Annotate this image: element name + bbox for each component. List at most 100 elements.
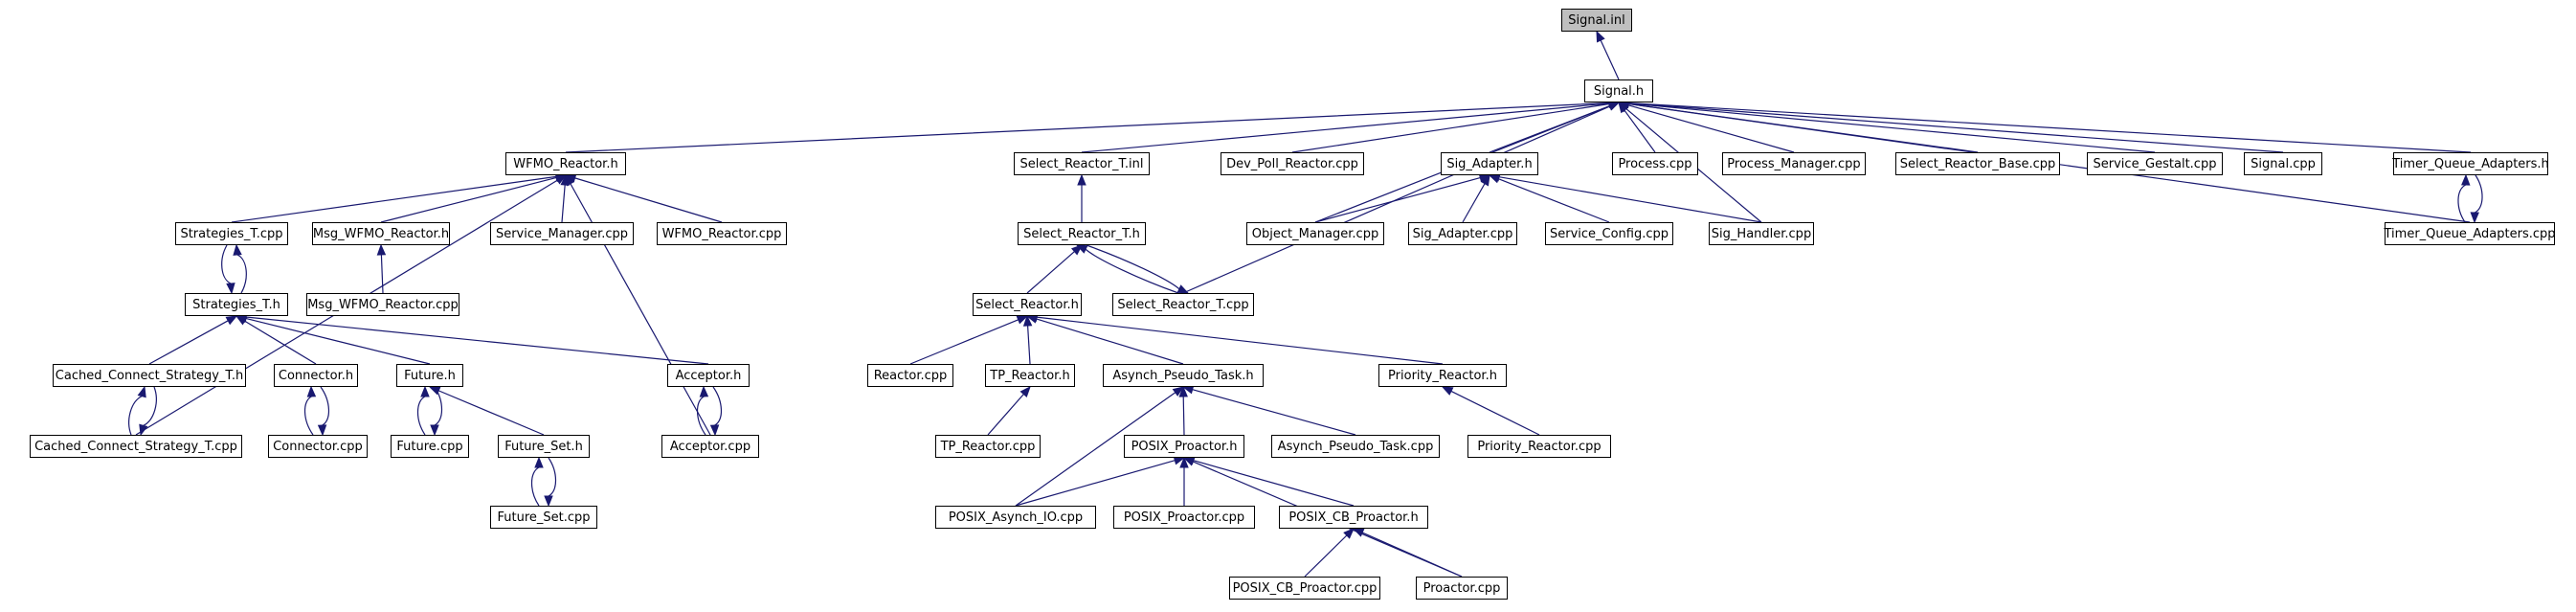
node-dev-poll-reactor-cpp[interactable]: Dev_Poll_Reactor.cpp: [1221, 152, 1364, 175]
node-wfmo-reactor-h[interactable]: WFMO_Reactor.h: [505, 152, 626, 175]
edge-posix-proactor-h-to-asynch-pseudo-task-h: [1182, 396, 1185, 436]
node-reactor-cpp[interactable]: Reactor.cpp: [867, 364, 953, 387]
node-timer-queue-adapters-h[interactable]: Timer_Queue_Adapters.h: [2392, 152, 2549, 175]
node-process-manager-cpp[interactable]: Process_Manager.cpp: [1722, 152, 1866, 175]
node-tp-reactor-cpp[interactable]: TP_Reactor.cpp: [935, 435, 1041, 458]
edge-signal-cpp-to-signal-h: [1627, 102, 2284, 153]
node-asynch-pseudo-task-h[interactable]: Asynch_Pseudo_Task.h: [1103, 364, 1264, 387]
edge-tp-reactor-h-to-select-reactor-h: [1027, 325, 1031, 365]
node-msg-wfmo-reactor-cpp[interactable]: Msg_WFMO_Reactor.cpp: [306, 293, 459, 316]
node-future-set-h[interactable]: Future_Set.h: [498, 435, 590, 458]
node-acceptor-cpp[interactable]: Acceptor.cpp: [661, 435, 759, 458]
edge-dev-poll-reactor-cpp-to-signal-h: [1291, 102, 1610, 153]
node-future-cpp[interactable]: Future.cpp: [391, 435, 469, 458]
node-sig-handler-cpp[interactable]: Sig_Handler.cpp: [1709, 222, 1814, 245]
node-strategies-t-h[interactable]: Strategies_T.h: [185, 293, 288, 316]
edge-proactor-cpp-to-posix-cb-proactor-h: [1361, 532, 1463, 578]
edge-sig-handler-cpp-to-sig-adapter-h: [1498, 176, 1762, 223]
edge-tp-reactor-cpp-to-tp-reactor-h: [987, 394, 1024, 436]
edge-arrowhead: [1480, 173, 1490, 187]
node-object-manager-cpp[interactable]: Object_Manager.cpp: [1246, 222, 1384, 245]
edge-strategies-t-cpp-to-strategies-t-h: [221, 244, 232, 284]
node-timer-queue-adapters-cpp[interactable]: Timer_Queue_Adapters.cpp: [2385, 222, 2556, 245]
node-future-set-cpp[interactable]: Future_Set.cpp: [490, 506, 597, 529]
edge-service-manager-cpp-to-wfmo-reactor-h: [561, 184, 566, 223]
edge-cached-connect-strategy-t-cpp-to-cached-connect-strategy-t-h: [128, 396, 143, 436]
node-priority-reactor-cpp[interactable]: Priority_Reactor.cpp: [1467, 435, 1611, 458]
node-sig-adapter-h[interactable]: Sig_Adapter.h: [1441, 152, 1538, 175]
node-future-h[interactable]: Future.h: [396, 364, 463, 387]
node-select-reactor-t-h[interactable]: Select_Reactor_T.h: [1018, 222, 1146, 245]
edge-service-gestalt-cpp-to-signal-h: [1627, 102, 2156, 153]
edge-arrowhead: [2470, 212, 2479, 224]
node-select-reactor-base-cpp[interactable]: Select_Reactor_Base.cpp: [1895, 152, 2060, 175]
edge-sig-adapter-cpp-to-sig-adapter-h: [1462, 183, 1486, 223]
edge-priority-reactor-cpp-to-priority-reactor-h: [1450, 390, 1540, 436]
node-strategies-t-cpp[interactable]: Strategies_T.cpp: [175, 222, 288, 245]
node-posix-cb-proactor-cpp[interactable]: POSIX_CB_Proactor.cpp: [1229, 577, 1380, 600]
node-select-reactor-h[interactable]: Select_Reactor.h: [973, 293, 1082, 316]
node-msg-wfmo-reactor-h[interactable]: Msg_WFMO_Reactor.h: [312, 222, 450, 245]
edge-arrowhead: [1596, 30, 1605, 43]
edge-arrowhead: [1176, 284, 1190, 294]
edge-arrowhead: [1607, 102, 1621, 111]
node-signal-cpp[interactable]: Signal.cpp: [2244, 152, 2322, 175]
node-posix-proactor-h[interactable]: POSIX_Proactor.h: [1124, 435, 1244, 458]
node-posix-cb-proactor-h[interactable]: POSIX_CB_Proactor.h: [1279, 506, 1428, 529]
node-tp-reactor-h[interactable]: TP_Reactor.h: [985, 364, 1075, 387]
edge-future-set-cpp-to-future-set-h: [530, 466, 540, 507]
edge-posix-asynch-io-cpp-to-asynch-pseudo-task-h: [1015, 392, 1176, 507]
edge-signal-h-to-signal-inl: [1600, 39, 1620, 80]
node-acceptor-h[interactable]: Acceptor.h: [667, 364, 750, 387]
edge-select-reactor-t-cpp-to-select-reactor-t-h: [1085, 248, 1179, 294]
node-cached-connect-strategy-t-cpp[interactable]: Cached_Connect_Strategy_T.cpp: [30, 435, 242, 458]
node-proactor-cpp[interactable]: Proactor.cpp: [1416, 577, 1508, 600]
edge-wfmo-reactor-h-to-signal-h: [565, 102, 1610, 153]
edge-arrowhead: [2461, 173, 2471, 186]
edge-future-h-to-strategies-t-h: [245, 317, 431, 365]
node-select-reactor-t-inl[interactable]: Select_Reactor_T.inl: [1014, 152, 1150, 175]
node-asynch-pseudo-task-cpp[interactable]: Asynch_Pseudo_Task.cpp: [1271, 435, 1440, 458]
edge-timer-queue-adapters-h-to-timer-queue-adapters-cpp: [2474, 174, 2483, 214]
edge-priority-reactor-h-to-select-reactor-h: [1036, 316, 1444, 365]
edge-arrowhead: [1182, 457, 1196, 466]
node-sig-adapter-cpp[interactable]: Sig_Adapter.cpp: [1408, 222, 1517, 245]
node-posix-proactor-cpp[interactable]: POSIX_Proactor.cpp: [1113, 506, 1255, 529]
node-service-config-cpp[interactable]: Service_Config.cpp: [1545, 222, 1673, 245]
node-connector-h[interactable]: Connector.h: [274, 364, 358, 387]
node-process-cpp[interactable]: Process.cpp: [1612, 152, 1698, 175]
edge-arrowhead: [1022, 314, 1033, 327]
edge-acceptor-cpp-to-acceptor-h: [696, 396, 706, 436]
node-posix-asynch-io-cpp[interactable]: POSIX_Asynch_IO.cpp: [935, 506, 1096, 529]
edge-arrowhead: [317, 424, 327, 437]
node-wfmo-reactor-cpp[interactable]: WFMO_Reactor.cpp: [657, 222, 787, 245]
edge-asynch-pseudo-task-cpp-to-asynch-pseudo-task-h: [1192, 389, 1356, 436]
node-connector-cpp[interactable]: Connector.cpp: [268, 435, 368, 458]
edge-future-set-h-to-future-h: [437, 390, 545, 436]
node-select-reactor-t-cpp[interactable]: Select_Reactor_T.cpp: [1112, 293, 1254, 316]
node-signal-h[interactable]: Signal.h: [1584, 79, 1653, 102]
edge-arrowhead: [565, 173, 575, 187]
node-signal-inl: Signal.inl: [1561, 9, 1632, 32]
edge-acceptor-h-to-strategies-t-h: [245, 316, 709, 365]
node-cached-connect-strategy-t-h[interactable]: Cached_Connect_Strategy_T.h: [53, 364, 246, 387]
edge-connector-cpp-to-connector-h: [303, 396, 314, 436]
edge-arrowhead: [544, 495, 553, 508]
edge-strategies-t-cpp-to-wfmo-reactor-h: [231, 175, 557, 223]
edge-process-cpp-to-signal-h: [1624, 109, 1656, 153]
node-priority-reactor-h[interactable]: Priority_Reactor.h: [1378, 364, 1507, 387]
edge-arrowhead: [554, 174, 568, 185]
node-service-manager-cpp[interactable]: Service_Manager.cpp: [490, 222, 634, 245]
edge-wfmo-reactor-cpp-to-wfmo-reactor-h: [574, 177, 723, 223]
edge-arrowhead: [1343, 528, 1355, 539]
edge-acceptor-h-to-acceptor-cpp: [712, 386, 723, 426]
edge-arrowhead: [233, 243, 242, 256]
edge-cached-connect-strategy-t-h-to-strategies-t-h: [148, 320, 229, 365]
edge-msg-wfmo-reactor-h-to-wfmo-reactor-h: [380, 176, 557, 223]
edge-service-config-cpp-to-sig-adapter-h: [1498, 178, 1610, 223]
edge-future-cpp-to-future-h: [416, 396, 426, 436]
node-service-gestalt-cpp[interactable]: Service_Gestalt.cpp: [2087, 152, 2223, 175]
edge-reactor-cpp-to-select-reactor-h: [909, 319, 1019, 365]
